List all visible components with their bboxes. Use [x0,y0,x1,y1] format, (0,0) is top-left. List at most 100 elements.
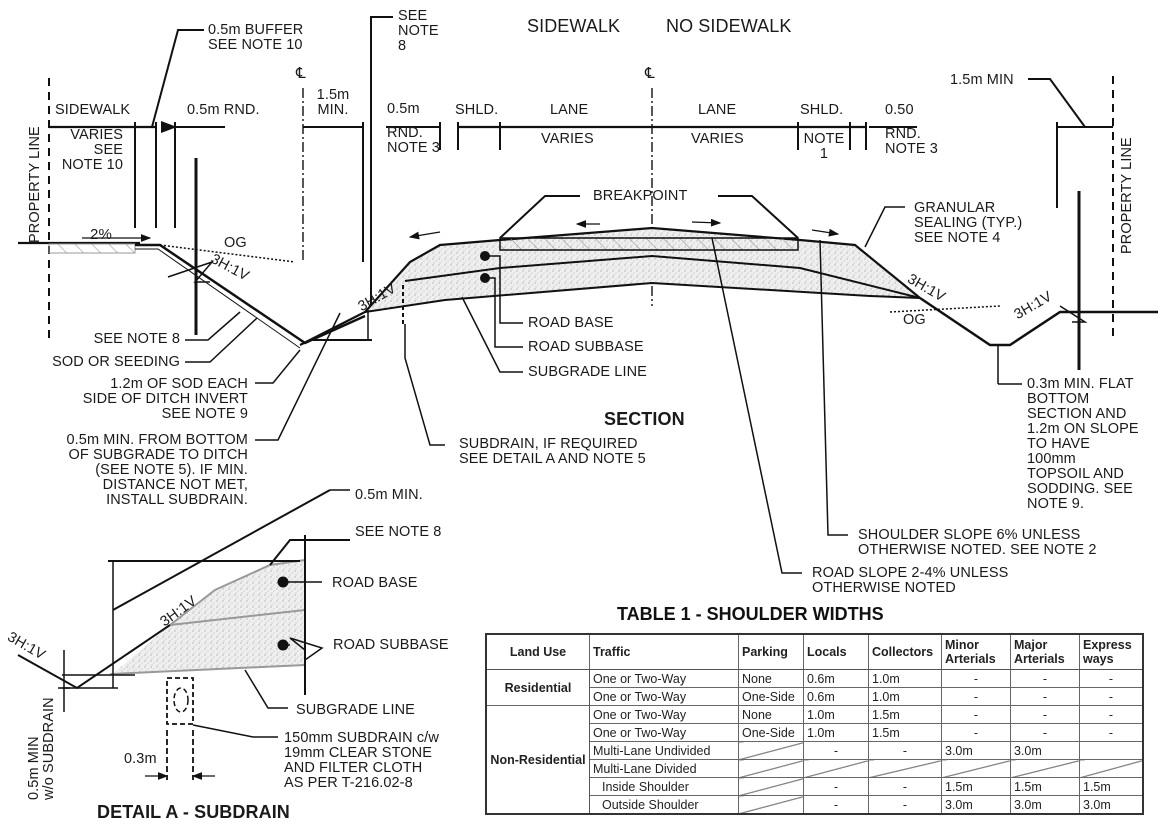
varies-right-label: VARIES [691,131,744,147]
og-label-left: OG [224,235,247,251]
cell-locals: 0.6m [803,669,869,688]
detail-a-see-note-8: SEE NOTE 8 [355,524,442,540]
road-subbase-label: ROAD SUBBASE [528,339,644,355]
cell-locals: - [803,741,869,760]
cell-express: - [1079,705,1144,724]
cell-traffic: One or Two-Way [589,723,739,742]
cell-locals: - [803,795,869,815]
cell-express: - [1079,687,1144,706]
detail-a-road-subbase: ROAD SUBBASE [333,637,449,653]
header-collectors: Collectors [868,633,942,670]
cell-locals: 1.0m [803,705,869,724]
cell-locals: - [803,777,869,796]
cell-parking-na [738,795,804,815]
detail-a-title: DETAIL A - SUBDRAIN [97,802,290,822]
group-residential: Residential [485,669,590,706]
cell-express: 3.0m [1079,795,1144,815]
table-row: Non-Residential One or Two-Way None 1.0m… [485,705,1144,815]
cell-minor: 3.0m [941,741,1011,760]
grade-label: 2% [90,226,112,243]
cell-major: - [1010,723,1080,742]
cell-major: - [1010,687,1080,706]
cell-minor-na [941,759,1011,778]
cell-major: 3.0m [1010,741,1080,760]
road-base-label: ROAD BASE [528,315,614,331]
detail-a-width: 0.3m [124,751,157,767]
cell-minor: 3.0m [941,795,1011,815]
cell-major: 1.5m [1010,777,1080,796]
cell-express: - [1079,723,1144,742]
subgrade-line-label: SUBGRADE LINE [528,364,647,380]
table-row: Inside Shoulder - - 1.5m 1.5m 1.5m [486,777,1144,796]
group-non-residential: Non-Residential [485,705,590,815]
header-parking: Parking [738,633,804,670]
rounding-label: 0.5m RND. [187,102,260,118]
cell-major: - [1010,705,1080,724]
cell-minor: - [941,687,1011,706]
table-row: One or Two-Way One-Side 0.6m 1.0m - - - [486,687,1144,706]
header-land-use: Land Use [485,633,590,670]
see-note-8-label: SEE NOTE 8 [93,331,180,347]
cell-traffic: One or Two-Way [589,669,739,688]
lane-right-label: LANE [698,102,737,118]
cell-collectors: - [868,795,942,815]
cell-traffic: Outside Shoulder [589,795,739,815]
detail-a-road-base: ROAD BASE [332,575,418,591]
cell-parking: One-Side [738,687,804,706]
asphalt-layer [499,237,799,251]
cell-parking: One-Side [738,723,804,742]
cell-traffic: One or Two-Way [589,705,739,724]
cell-collectors: 1.0m [868,669,942,688]
table-row: Multi-Lane Divided [486,759,1144,778]
cell-locals: 1.0m [803,723,869,742]
header-expressways: Express ways [1079,633,1144,670]
table-header-row: Land Use Traffic Parking Locals Collecto… [485,633,1144,670]
header-major-arterials: Major Arterials [1010,633,1080,670]
varies-left-label: VARIES [541,131,594,147]
cell-parking: None [738,705,804,724]
header-minor-arterials: Minor Arterials [941,633,1011,670]
centerline-symbol-center: ℄ [645,65,655,82]
shoulder-right-label: SHLD. [800,102,844,118]
min-dimension-right: 1.5m MIN [950,72,1014,88]
header-no-sidewalk: NO SIDEWALK [666,16,792,36]
section-title: SECTION [604,409,685,429]
og-label-right: OG [903,312,926,328]
cell-express-na [1079,759,1144,778]
header-sidewalk: SIDEWALK [527,16,621,36]
cell-collectors: 1.5m [868,723,942,742]
breakpoint-label: BREAKPOINT [593,188,688,204]
cell-collectors: 1.5m [868,705,942,724]
table-row: Residential One or Two-Way None 0.6m 1.0… [485,669,1144,706]
cell-express: - [1079,669,1144,688]
cell-minor: - [941,669,1011,688]
lane-left-label: LANE [550,102,589,118]
property-line-right-label: PROPERTY LINE [1119,137,1135,254]
table-title: TABLE 1 - SHOULDER WIDTHS [617,604,884,624]
cell-collectors: 1.0m [868,687,942,706]
cell-collectors-na [868,759,942,778]
cell-collectors: - [868,777,942,796]
cell-major: 3.0m [1010,795,1080,815]
cell-parking-na [738,741,804,760]
cell-minor: 1.5m [941,777,1011,796]
sod-seeding-label: SOD OR SEEDING [52,354,180,370]
cell-traffic: Inside Shoulder [589,777,739,796]
cell-locals: 0.6m [803,687,869,706]
cell-traffic: Multi-Lane Divided [589,759,739,778]
shoulder-left-label: SHLD. [455,102,499,118]
cell-express: 1.5m [1079,777,1144,796]
cell-locals-na [803,759,869,778]
